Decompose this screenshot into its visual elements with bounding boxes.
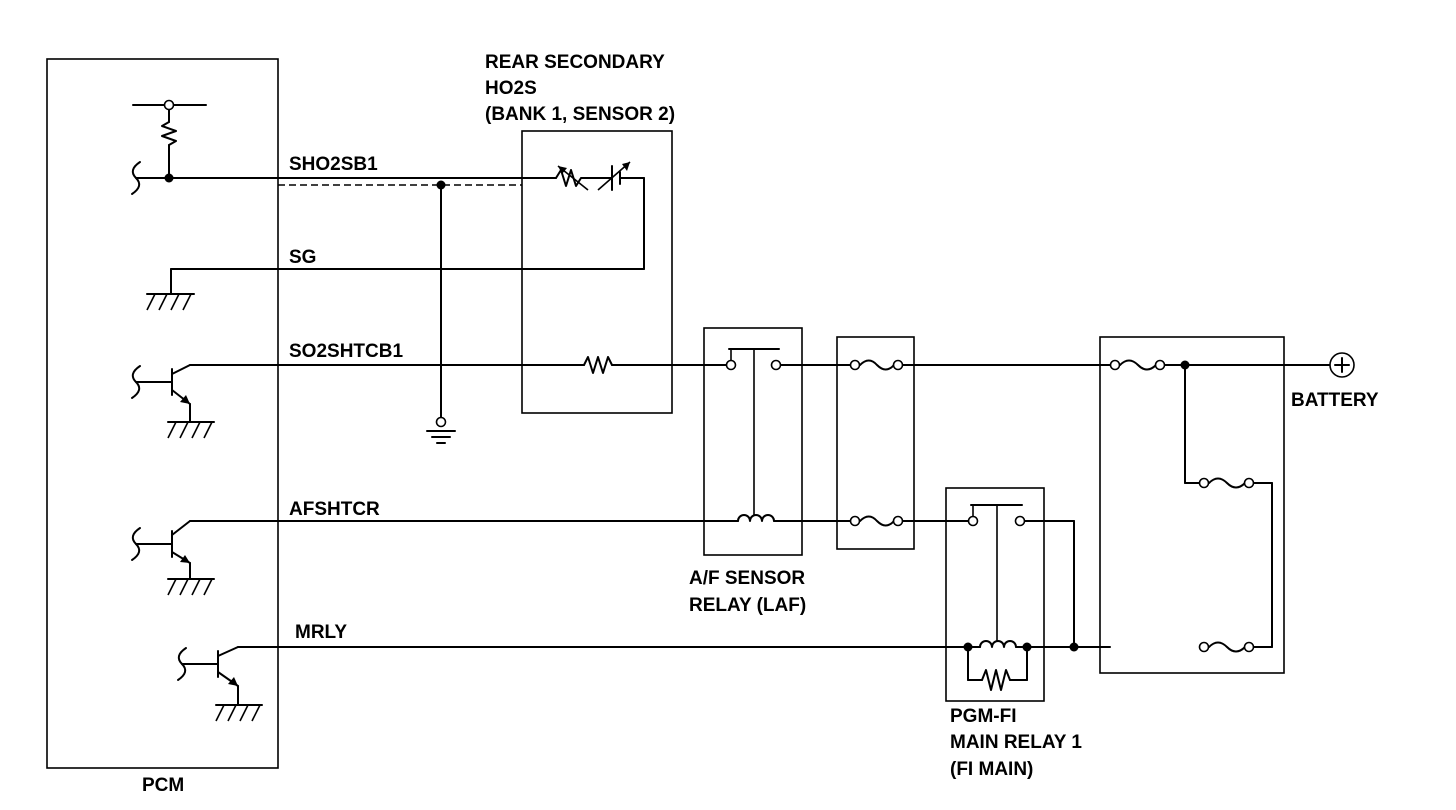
fuse-2-main [1109, 359, 1332, 484]
ho2s-label-line1: REAR SECONDARY [485, 52, 665, 73]
wire-label-sho2sb1: SHO2SB1 [289, 154, 378, 175]
ho2s-sensor-box [521, 130, 673, 414]
af-relay-label-line2: RELAY (LAF) [689, 595, 806, 616]
pgmfi-label-line1: PGM-FI [950, 706, 1017, 727]
fuse-1-upper [849, 359, 904, 371]
so2shtcb1-driver-transistor [131, 364, 279, 439]
af-sensor-relay-switch [725, 348, 782, 516]
af-sensor-relay-coil [737, 514, 775, 522]
fuse-box-1 [836, 336, 915, 550]
pgmfi-relay-coil-resistor [967, 646, 1028, 691]
pgmfi-label-line2: MAIN RELAY 1 [950, 732, 1082, 753]
wire-label-so2shtcb1: SO2SHTCB1 [289, 341, 403, 362]
pgmfi-label-line3: (FI MAIN) [950, 759, 1033, 780]
pcm-pullup-resistor [132, 99, 207, 183]
af-relay-label-line1: A/F SENSOR [689, 568, 805, 589]
ho2s-label-line3: (BANK 1, SENSOR 2) [485, 104, 675, 125]
fuse-2-lower [1198, 641, 1273, 653]
battery-label: BATTERY [1291, 390, 1379, 411]
ho2s-sensor-element [555, 161, 645, 270]
mrly-driver-transistor [177, 646, 279, 722]
afshtcr-driver-transistor [131, 520, 279, 596]
mrly-junction [1069, 642, 1079, 652]
ho2s-label-line2: HO2S [485, 78, 537, 99]
fuse-1-lower [849, 515, 904, 527]
wire-label-mrly: MRLY [295, 622, 347, 643]
fuse-box-2 [1099, 336, 1285, 674]
fuse-2-middle [1198, 477, 1273, 648]
battery-plus-icon [1329, 352, 1355, 378]
shield-ground-symbol [426, 416, 456, 444]
pcm-box [46, 58, 279, 769]
pcm-label: PCM [142, 775, 184, 796]
pgmfi-relay-coil [277, 640, 1111, 652]
ho2s-heater-resistor [583, 356, 613, 374]
af-sensor-relay-box [703, 327, 803, 556]
wire-label-afshtcr: AFSHTCR [289, 499, 380, 520]
wire-label-sg: SG [289, 247, 316, 268]
sg-ground-symbol [146, 268, 279, 311]
pgmfi-main-relay-box [945, 487, 1045, 702]
pgmfi-relay-switch [967, 504, 1075, 648]
